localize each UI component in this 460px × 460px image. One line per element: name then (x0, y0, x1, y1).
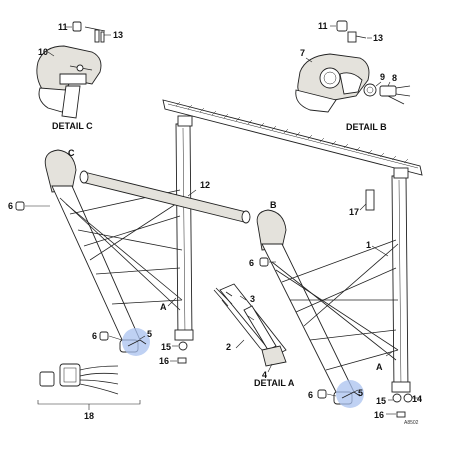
callout-1: 1 (366, 240, 371, 250)
callout-12: 12 (200, 180, 210, 190)
callout-13-right: 13 (373, 33, 383, 43)
callout-15-left: 15 (161, 342, 171, 352)
callout-7: 7 (300, 48, 305, 58)
view-letter-c: C (68, 148, 75, 158)
callout-5-right: 5 (358, 388, 363, 398)
view-letter-a-right: A (376, 362, 383, 372)
detail-c-title: DETAIL C (52, 121, 93, 131)
callout-18: 18 (84, 411, 94, 421)
part-8-bracket (379, 85, 397, 97)
part-9-gear (363, 83, 377, 97)
part-17-plate (365, 189, 375, 211)
detail-b-group (295, 20, 411, 113)
callout-2: 2 (226, 342, 231, 352)
part-11-top-left (72, 21, 82, 32)
callout-15-right: 15 (376, 396, 386, 406)
part-13-top-left (94, 29, 100, 43)
callout-labels: 11 13 10 11 13 7 9 8 12 6 6 5 15 16 3 2 … (8, 21, 422, 421)
callout-10: 10 (38, 47, 48, 57)
left-main-arm (51, 185, 141, 345)
callout-5-left: 5 (147, 329, 152, 339)
part-6-knob-left-top (15, 201, 25, 211)
part-18-wiring-group (37, 363, 141, 410)
right-top-cap (256, 209, 287, 251)
left-arm-assembly (15, 115, 251, 364)
view-letter-a-left: A (160, 302, 167, 312)
detail-a-group (213, 283, 287, 373)
callout-11-left: 11 (58, 22, 68, 32)
right-arm-assembly (256, 167, 420, 418)
callout-4: 4 (262, 370, 267, 380)
callout-11-right: 11 (318, 21, 328, 31)
view-letter-b: B (270, 200, 277, 210)
detail-a-title: DETAIL A (254, 378, 295, 388)
callout-6-right-top: 6 (249, 258, 254, 268)
callout-6-right-bottom: 6 (308, 390, 313, 400)
detail-c-group (36, 21, 111, 119)
awning-rail (162, 99, 423, 176)
callout-8: 8 (392, 73, 397, 83)
right-main-arm (261, 243, 355, 397)
callout-14: 14 (412, 394, 422, 404)
view-letters: C B A A (68, 148, 383, 372)
part-11-top-right (336, 20, 348, 32)
callout-6-left-top: 6 (8, 201, 13, 211)
callout-9: 9 (380, 72, 385, 82)
left-top-cap (44, 149, 77, 193)
detail-titles: DETAIL C DETAIL B DETAIL A (52, 121, 387, 388)
callout-16-left: 16 (159, 356, 169, 366)
part-12-roller-tube (81, 171, 247, 223)
callout-3: 3 (250, 294, 255, 304)
detail-b-title: DETAIL B (346, 122, 387, 132)
drawing-code: A8502 (404, 420, 419, 426)
callout-6-left-bottom: 6 (92, 331, 97, 341)
callout-16-right: 16 (374, 410, 384, 420)
callout-17: 17 (349, 207, 359, 217)
callout-13-left: 13 (113, 30, 123, 40)
